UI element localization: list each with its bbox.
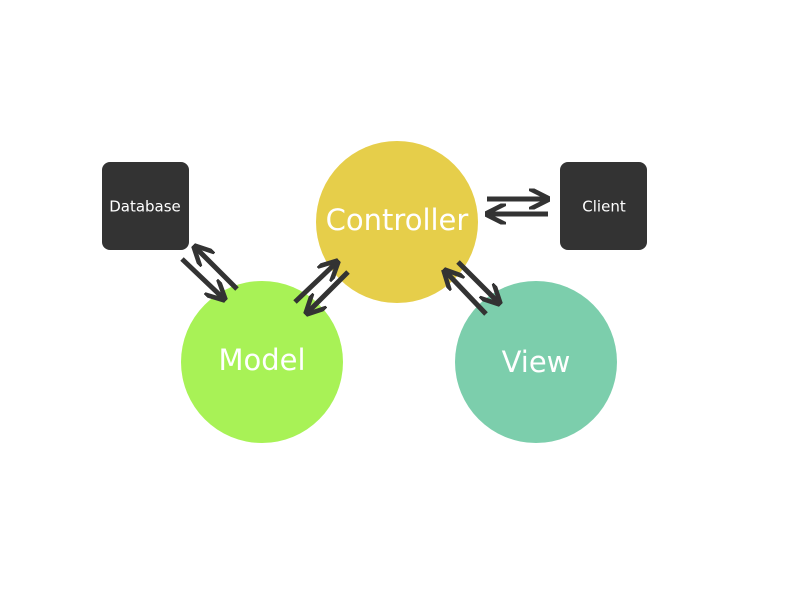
arrow-controller-to-model <box>308 270 350 312</box>
model-circle <box>181 281 343 443</box>
arrow-database-to-model <box>180 257 223 298</box>
model-node: Model <box>181 281 343 443</box>
arrow-model-to-controller <box>293 263 336 304</box>
arrow-view-to-controller <box>446 272 488 316</box>
controller-label: Controller <box>326 203 469 237</box>
arrow-controller-to-view <box>456 260 498 302</box>
controller-node: Controller <box>316 141 478 303</box>
client-node: Client <box>560 162 647 250</box>
arrow-model-to-database <box>196 248 239 291</box>
database-box <box>102 162 189 250</box>
database-label: Database <box>109 198 181 216</box>
client-label: Client <box>582 198 626 216</box>
database-node: Database <box>102 162 189 250</box>
model-label: Model <box>218 343 305 377</box>
view-circle <box>455 281 617 443</box>
controller-circle <box>316 141 478 303</box>
view-node: View <box>455 281 617 443</box>
client-box <box>560 162 647 250</box>
view-label: View <box>502 345 571 379</box>
